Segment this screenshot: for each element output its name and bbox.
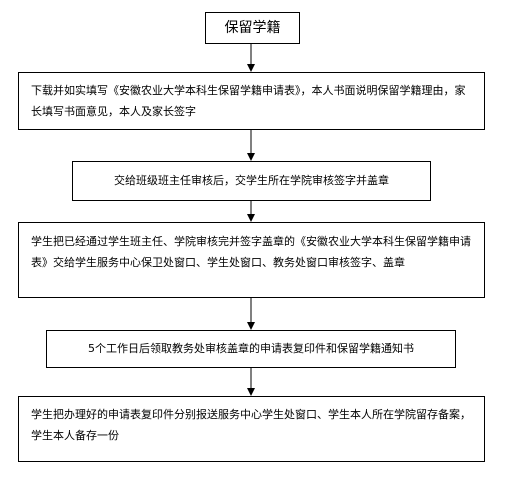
step-4-collect-notice: 5个工作日后领取教务处审核盖章的申请表复印件和保留学籍通知书 — [46, 330, 456, 368]
step-5-submit-copies: 学生把办理好的申请表复印件分别报送服务中心学生处窗口、学生本人所在学院留存备案，… — [18, 396, 485, 462]
step-2-teacher-college-review: 交给班级班主任审核后，交学生所在学院审核签字并盖章 — [72, 161, 431, 201]
flowchart-title-box: 保留学籍 — [205, 12, 300, 44]
step-3-service-center-review: 学生把已经通过学生班主任、学院审核完并签字盖章的《安徽农业大学本科生保留学籍申请… — [18, 222, 485, 298]
step-1-download-application: 下载并如实填写《安徽农业大学本科生保留学籍申请表》，本人书面说明保留学籍理由，家… — [18, 72, 485, 130]
